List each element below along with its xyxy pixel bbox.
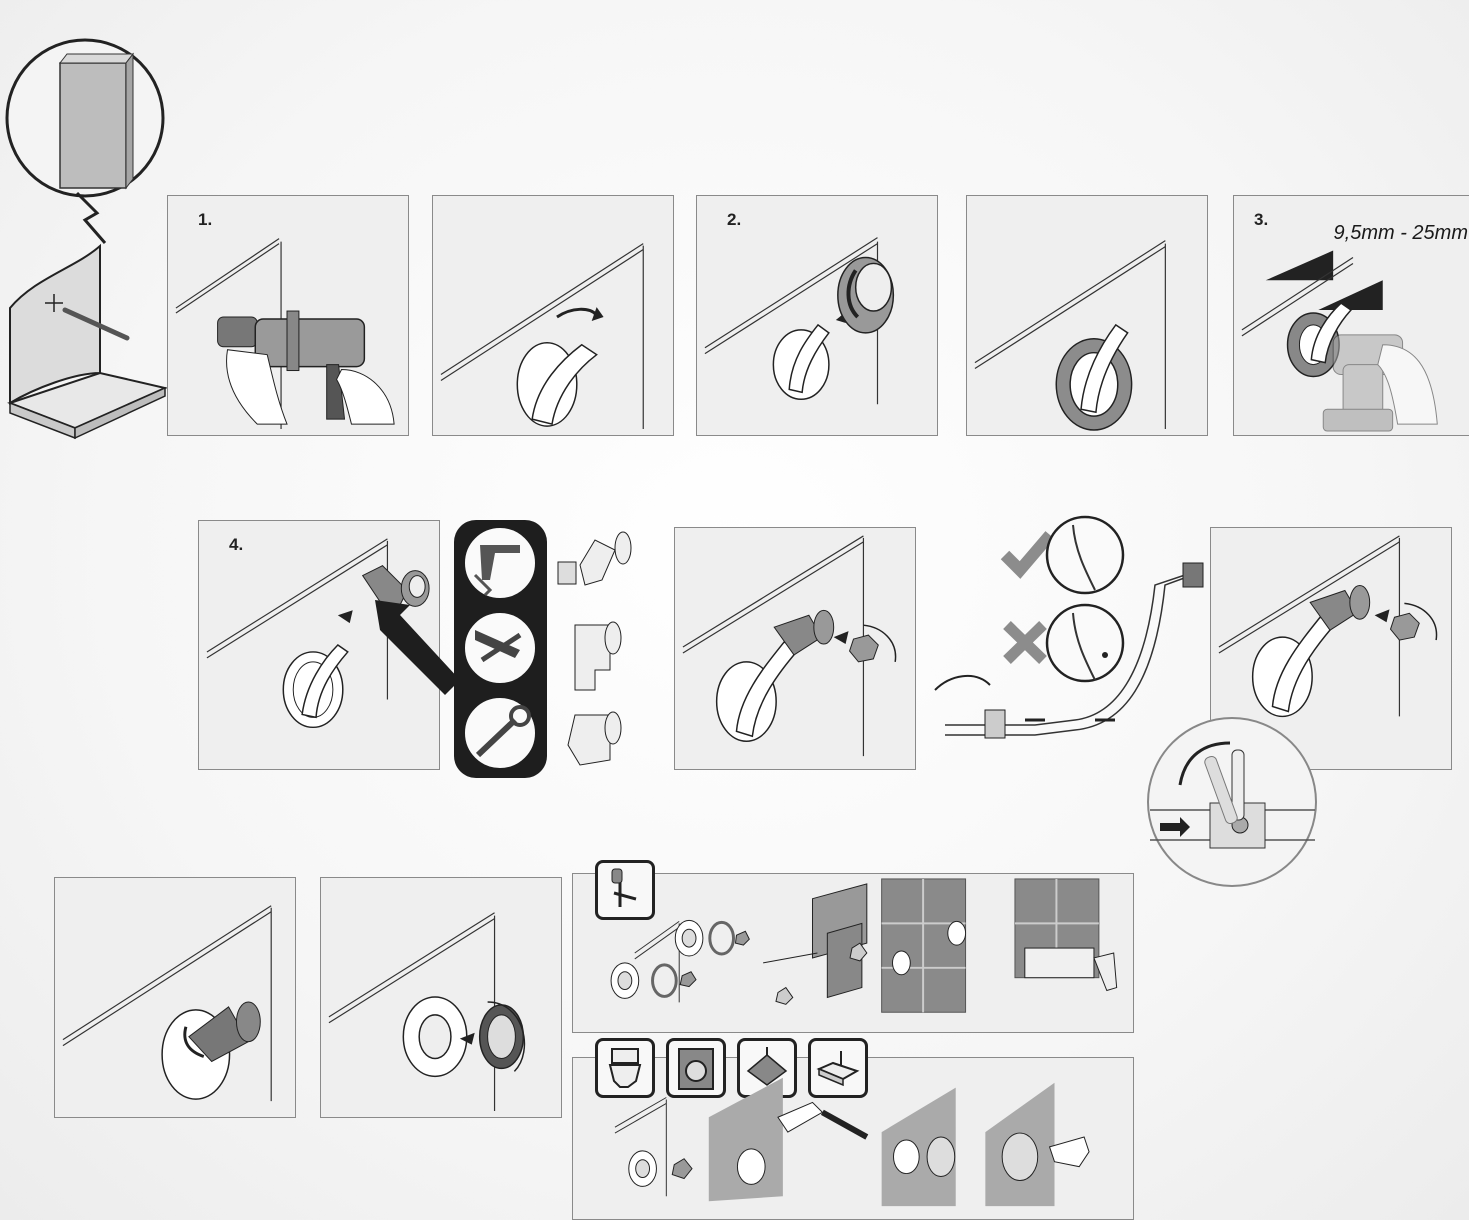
elbow-removal-illustration (55, 878, 295, 1117)
fitting-tool-options (370, 520, 645, 780)
cross-icon (1007, 625, 1043, 660)
hose-through-wall-panel (432, 195, 674, 436)
step-1-drill-panel: 1. (167, 195, 409, 436)
other-appliances-panel (572, 1057, 1134, 1220)
flange-seated-panel (966, 195, 1208, 436)
plug-cap-panel (674, 527, 916, 770)
screw-cap-panel (320, 877, 562, 1118)
flange-installed-illustration (967, 196, 1207, 435)
shower-mounting-sequence (573, 874, 1133, 1032)
plug-cap-illustration (675, 528, 915, 769)
step-3-fasten-panel: 3. 9,5mm - 25mm (1233, 195, 1469, 436)
step-2-flange-panel: 2. (696, 195, 938, 436)
checkmark-icon (1005, 535, 1050, 570)
shower-installation-panel (572, 873, 1134, 1033)
pressure-test-illustration (925, 515, 1215, 745)
remove-elbow-panel (54, 877, 296, 1118)
leak-detail (1047, 605, 1123, 681)
cap-tightening-illustration (321, 878, 561, 1117)
no-leak-detail (1047, 517, 1123, 593)
press-fitting-icon (558, 532, 631, 585)
wall-corner-overview (5, 8, 170, 440)
drilling-illustration (168, 196, 408, 435)
hose-routing-illustration (433, 196, 673, 435)
valve-closed-detail (1145, 715, 1320, 890)
appliance-mounting-sequence (573, 1058, 1133, 1219)
flange-mounting-illustration (697, 196, 937, 435)
screwdriver-fastening-illustration (1234, 196, 1469, 435)
arrow-icon (375, 600, 460, 695)
compression-fitting-icon (568, 712, 621, 765)
crimp-fitting-icon (575, 622, 621, 690)
